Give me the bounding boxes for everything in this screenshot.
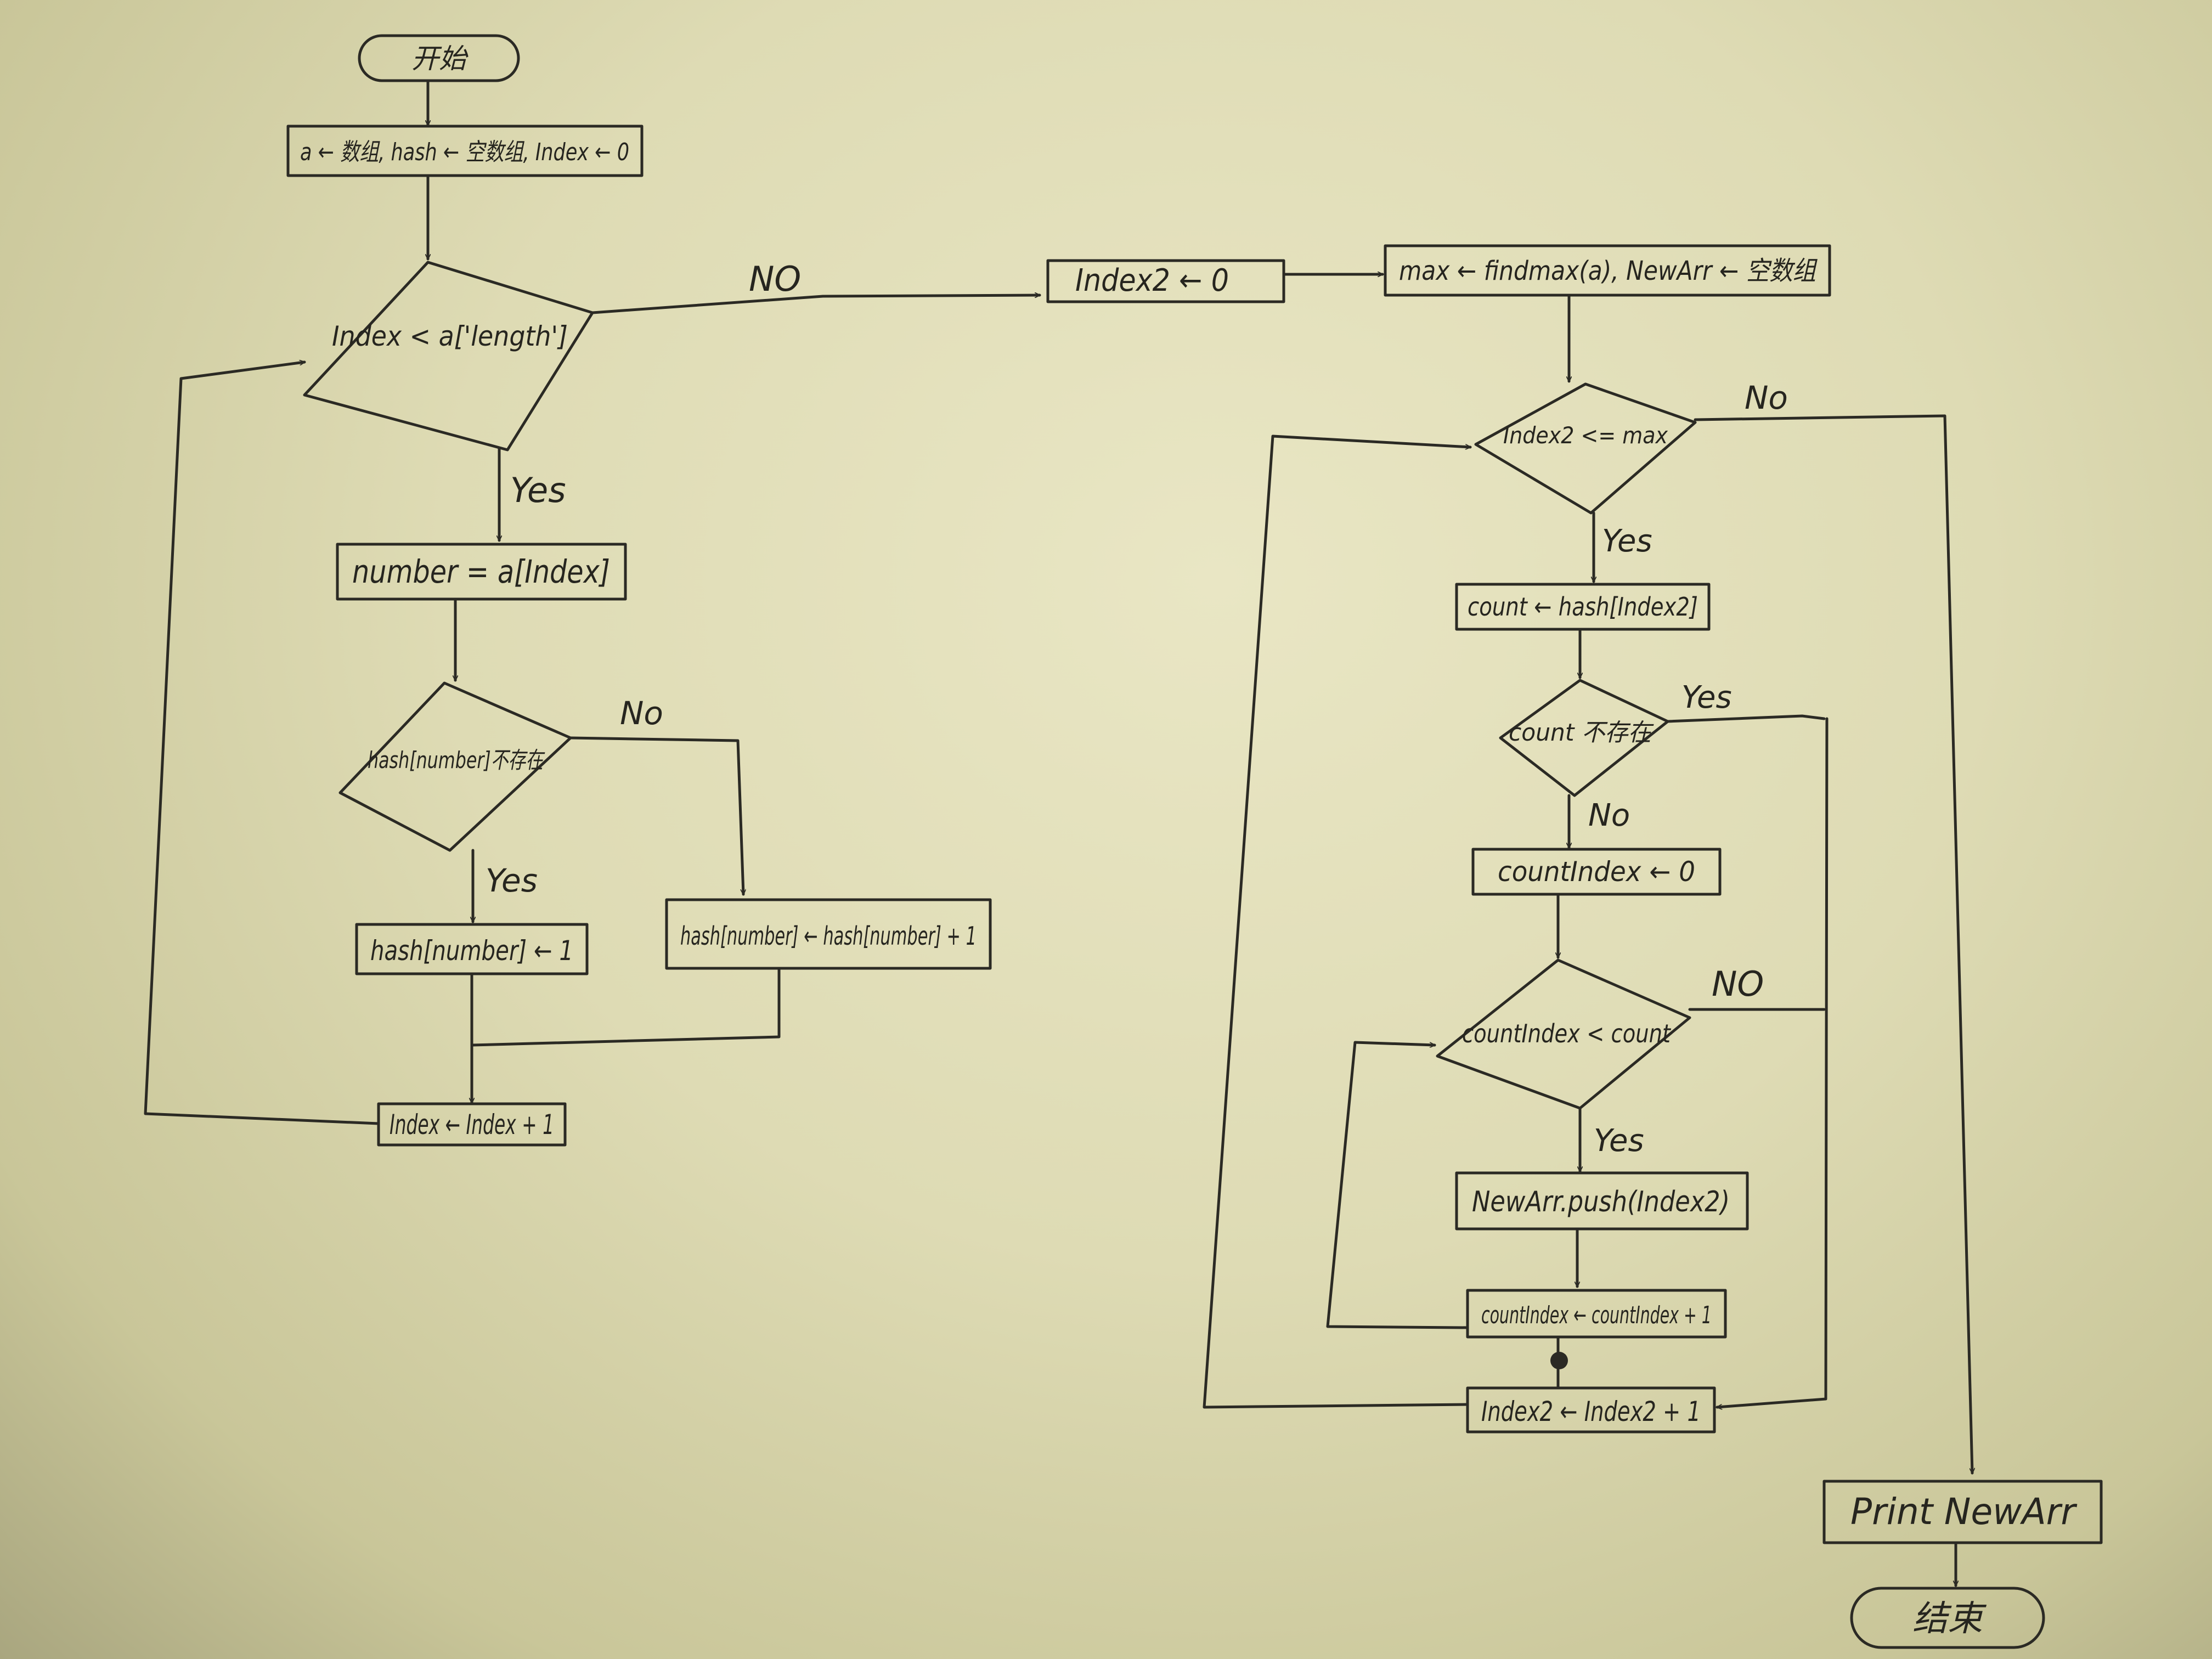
index2-init-label: Index2 ← 0 bbox=[1075, 263, 1229, 298]
start-terminal bbox=[358, 34, 520, 82]
cond-hash-decision bbox=[338, 681, 572, 852]
hash-set-one-label: hash[number] ← 1 bbox=[370, 935, 573, 967]
cond-index-no-label: NO bbox=[749, 259, 801, 299]
number-assign-label: number = a[Index] bbox=[352, 553, 610, 590]
cond-index2-no-label: No bbox=[1745, 379, 1788, 416]
index2-init-box bbox=[1046, 259, 1285, 303]
edge-countindex-loop-back bbox=[1326, 1041, 1469, 1329]
cond-hash-yes-label: Yes bbox=[486, 862, 538, 899]
edge-right-rail bbox=[1716, 717, 1829, 1407]
hash-increment-label: hash[number] ← hash[number] + 1 bbox=[680, 921, 977, 951]
index2-increment-box bbox=[1466, 1386, 1716, 1434]
edge-cond-hash-no bbox=[569, 736, 743, 896]
countindex-increment-label: countIndex ← countIndex + 1 bbox=[1481, 1301, 1712, 1329]
cond-countindex-label: countIndex < count bbox=[1462, 1019, 1672, 1048]
cond-index-label: Index < a['length'] bbox=[332, 320, 568, 352]
ink-blot bbox=[1550, 1352, 1568, 1369]
max-init-label: max ← findmax(a), NewArr ← 空数组 bbox=[1399, 256, 1818, 286]
cond-index2-decision bbox=[1474, 382, 1697, 515]
cond-index-decision bbox=[303, 261, 594, 452]
push-box bbox=[1455, 1171, 1749, 1231]
count-assign-box bbox=[1455, 583, 1711, 631]
countindex-init-label: countIndex ← 0 bbox=[1498, 856, 1695, 888]
init-box bbox=[286, 125, 644, 177]
cond-hash-no-label: No bbox=[620, 695, 663, 732]
push-label: NewArr.push(Index2) bbox=[1472, 1186, 1730, 1218]
edge-cond-index2-no bbox=[1694, 414, 1972, 1475]
edge-index-loop-back bbox=[144, 362, 380, 1125]
hash-increment-box bbox=[665, 898, 992, 970]
init-label: a ← 数组, hash ← 空数组, Index ← 0 bbox=[300, 138, 629, 166]
index2-increment-label: Index2 ← Index2 + 1 bbox=[1481, 1396, 1701, 1427]
end-label: 结束 bbox=[1912, 1599, 1987, 1639]
max-init-box bbox=[1384, 244, 1831, 297]
countindex-init-box bbox=[1471, 848, 1722, 896]
count-assign-label: count ← hash[Index2] bbox=[1468, 592, 1698, 622]
cond-countindex-no-label: NO bbox=[1712, 964, 1764, 1004]
cond-index2-yes-label: Yes bbox=[1602, 523, 1652, 559]
cond-countindex-yes-label: Yes bbox=[1594, 1123, 1644, 1159]
print-label: Print NewArr bbox=[1850, 1491, 2078, 1533]
cond-hash-label: hash[number]不存在 bbox=[368, 747, 545, 774]
edge-cond-index-no bbox=[591, 295, 1041, 314]
edge-cond-count-yes bbox=[1666, 714, 1826, 723]
countindex-increment-box bbox=[1466, 1289, 1727, 1339]
start-label: 开始 bbox=[411, 43, 469, 75]
edge-index2-loop-back bbox=[1203, 435, 1472, 1409]
number-assign-box bbox=[336, 543, 627, 601]
cond-index-yes-label: Yes bbox=[510, 470, 566, 510]
cond-count-yes-label: Yes bbox=[1681, 680, 1732, 715]
cond-count-no-label: No bbox=[1588, 798, 1630, 833]
cond-count-label: count 不存在 bbox=[1509, 719, 1654, 747]
cond-index2-label: Index2 <= max bbox=[1503, 422, 1668, 449]
index-increment-label: Index ← Index + 1 bbox=[390, 1109, 554, 1141]
print-box bbox=[1822, 1480, 2103, 1544]
cond-count-decision bbox=[1499, 679, 1669, 797]
edge-hash-increment-merge bbox=[470, 967, 781, 1047]
end-terminal bbox=[1850, 1587, 2045, 1649]
